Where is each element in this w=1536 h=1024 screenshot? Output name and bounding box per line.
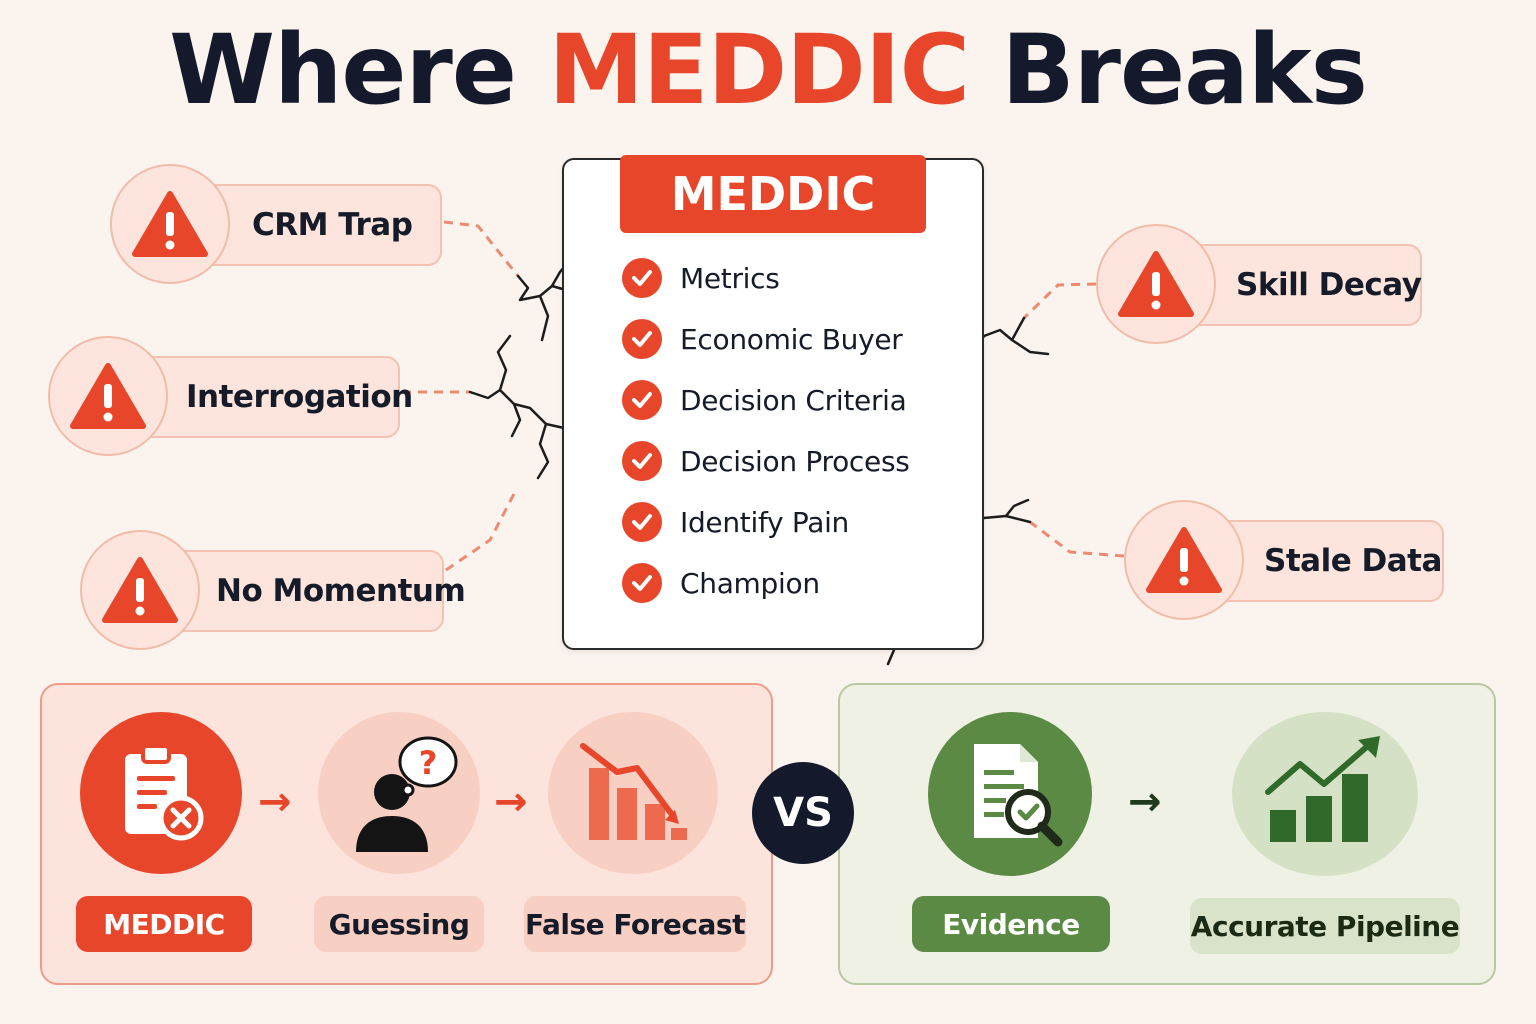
checklist-label: Champion — [680, 566, 820, 600]
connector-stale-data — [1029, 520, 1125, 558]
check-icon — [622, 319, 662, 359]
person-question-icon: ? — [318, 712, 480, 874]
check-icon — [622, 258, 662, 298]
checklist-item: Decision Criteria — [622, 378, 907, 422]
issue-label: CRM Trap — [252, 207, 413, 243]
title-prefix: Where — [169, 14, 517, 126]
warning-triangle-icon — [1096, 224, 1216, 344]
checklist-item: Identify Pain — [622, 500, 849, 544]
arrow-right-icon: → — [494, 779, 528, 825]
connector-skill-decay — [1022, 282, 1097, 320]
page-title: Where MEDDIC Breaks — [0, 14, 1536, 126]
check-icon — [622, 563, 662, 603]
checklist-label: Decision Process — [680, 444, 910, 478]
connector-crm-trap — [443, 220, 520, 277]
issue-label: Skill Decay — [1236, 267, 1422, 303]
checklist-label: Decision Criteria — [680, 383, 907, 417]
vs-badge: VS — [752, 762, 854, 864]
connector-no-momentum — [445, 489, 518, 572]
declining-chart-icon — [548, 712, 718, 874]
step-label-evidence: Evidence — [912, 896, 1110, 952]
rising-chart-icon — [1232, 712, 1418, 876]
issue-label: No Momentum — [216, 573, 466, 609]
warning-triangle-icon — [80, 530, 200, 650]
issue-label: Interrogation — [186, 379, 413, 415]
step-label-false-forecast: False Forecast — [524, 896, 746, 952]
checklist-label: Metrics — [680, 261, 780, 295]
arrow-right-icon: → — [258, 779, 292, 825]
checklist-label: Economic Buyer — [680, 322, 903, 356]
checklist-item: Metrics — [622, 256, 780, 300]
checklist-item: Decision Process — [622, 439, 910, 483]
meddic-card-header: MEDDIC — [620, 155, 926, 233]
issue-label: Stale Data — [1264, 543, 1442, 579]
step-label-guessing: Guessing — [314, 896, 484, 952]
step-label-meddic: MEDDIC — [76, 896, 252, 952]
checklist-item: Economic Buyer — [622, 317, 903, 361]
check-icon — [622, 502, 662, 542]
clipboard-x-icon — [80, 712, 242, 874]
title-suffix: Breaks — [1001, 14, 1367, 126]
step-label-accurate-pipeline: Accurate Pipeline — [1190, 898, 1460, 954]
checklist-label: Identify Pain — [680, 505, 850, 539]
document-magnifier-icon — [928, 712, 1092, 876]
arrow-right-icon: → — [1128, 779, 1162, 825]
check-icon — [622, 380, 662, 420]
svg-text:?: ? — [419, 744, 438, 782]
check-icon — [622, 441, 662, 481]
checklist-item: Champion — [622, 561, 820, 605]
warning-triangle-icon — [110, 164, 230, 284]
warning-triangle-icon — [48, 336, 168, 456]
warning-triangle-icon — [1124, 500, 1244, 620]
title-highlight: MEDDIC — [548, 14, 970, 126]
